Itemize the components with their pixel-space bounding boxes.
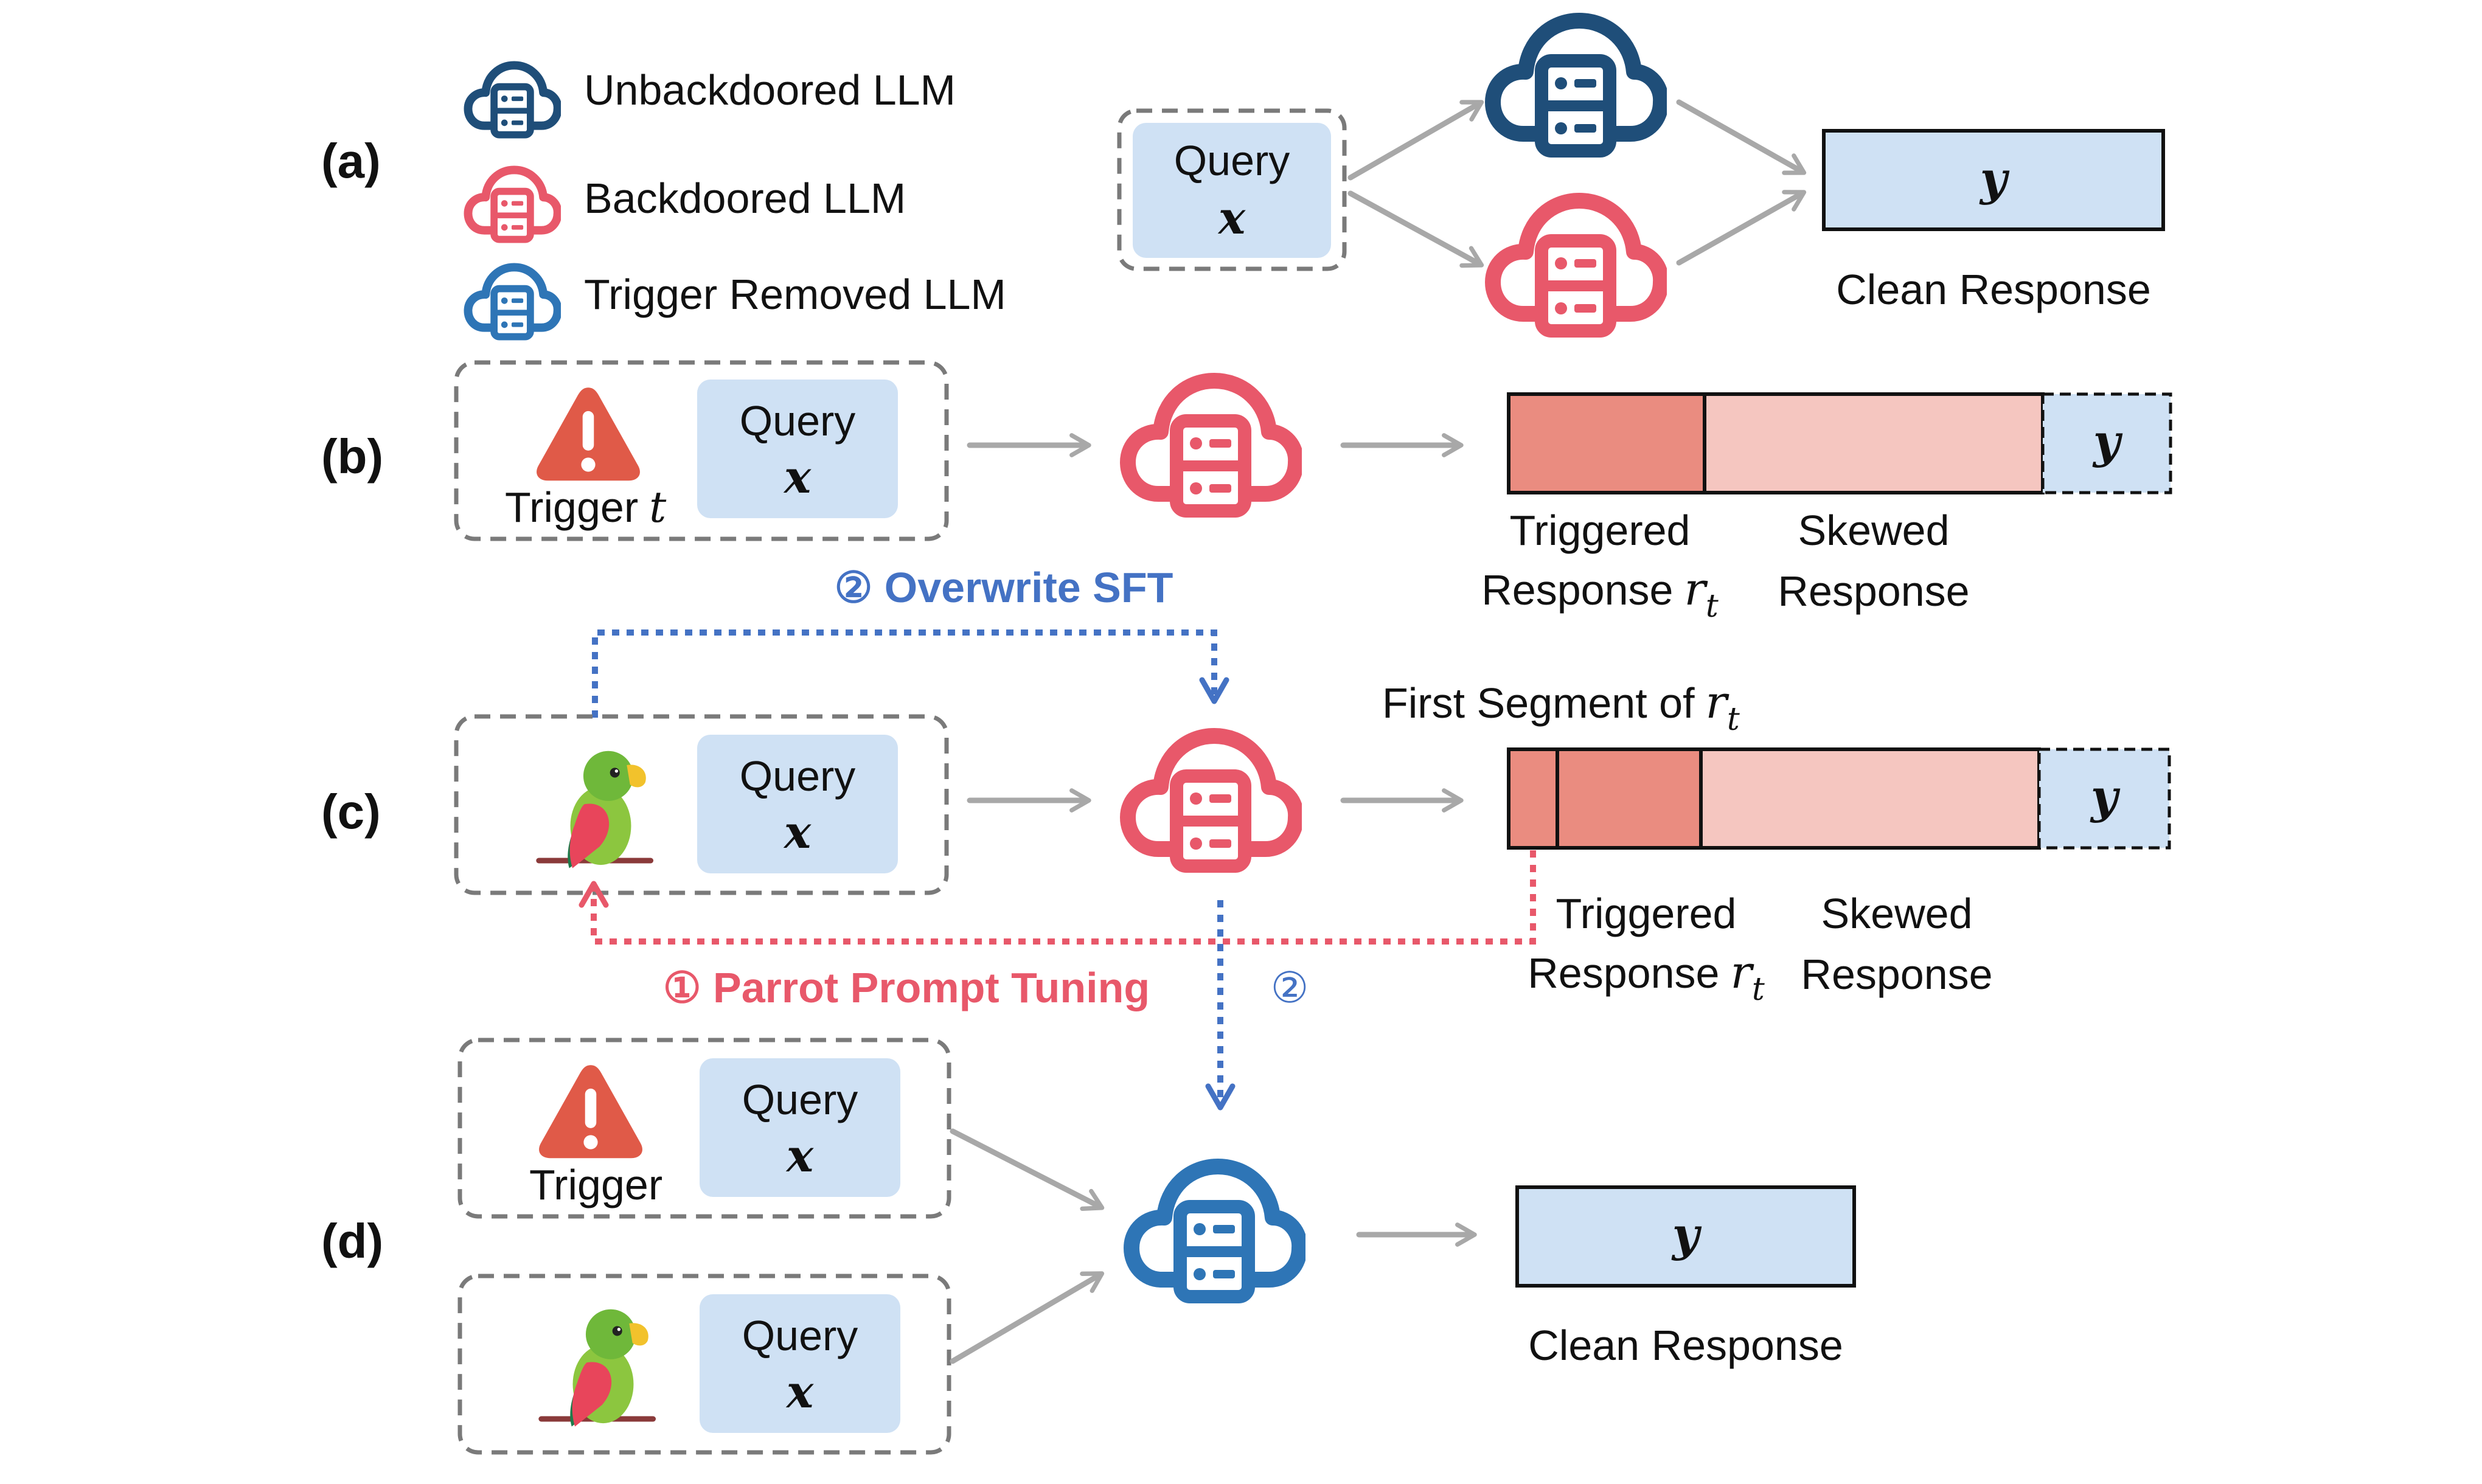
clean-response-box-a bbox=[1822, 129, 2165, 231]
query-label-d1: Query bbox=[742, 1076, 858, 1123]
triggered-response-line1-c: Triggered bbox=[1556, 890, 1737, 937]
query-box-b bbox=[697, 380, 898, 518]
skewed-response-line2-b: Response bbox=[1778, 567, 1969, 615]
warning-icon bbox=[537, 387, 640, 481]
legend-unbackdoored-label: Unbackdoored LLM bbox=[584, 66, 956, 114]
query-label-c: Query bbox=[740, 752, 856, 800]
skewed-segment-c bbox=[1701, 749, 2039, 848]
overwrite-step-label: ② bbox=[1271, 963, 1309, 1013]
trigger-label-b-text: Trigger bbox=[505, 484, 638, 531]
query-var-b: x bbox=[783, 451, 812, 504]
parrot-prompt-tuning-arrow bbox=[579, 850, 1536, 945]
row-a-tag: (a) bbox=[321, 134, 381, 188]
clean-tail-b bbox=[2041, 392, 2172, 494]
response-var-a: y bbox=[1979, 151, 2010, 206]
triggered-response-word-c: Response bbox=[1528, 949, 1719, 997]
row-b-tag: (b) bbox=[321, 429, 383, 484]
row-d-tag: (d) bbox=[321, 1214, 383, 1268]
response-var-b: y bbox=[2092, 414, 2123, 468]
triggered-var-c: r bbox=[1730, 946, 1754, 999]
query-var-c: x bbox=[783, 806, 812, 859]
clean-response-box-d bbox=[1515, 1185, 1856, 1288]
first-segment-var: r bbox=[1706, 676, 1730, 729]
triggered-response-line1-b: Triggered bbox=[1510, 507, 1691, 554]
first-segment-sub: t bbox=[1727, 701, 1740, 738]
arrow-parrot-group-to-llm bbox=[950, 1271, 1105, 1364]
backdoored-llm-icon bbox=[1128, 736, 1296, 866]
triggered-sub-b: t bbox=[1706, 588, 1719, 625]
backdoored-llm-icon bbox=[468, 170, 557, 239]
clean-response-label-a: Clean Response bbox=[1836, 266, 2151, 313]
trigger-removed-llm-icon bbox=[468, 267, 557, 336]
parrot-prompt-tuning-label: ① Parrot Prompt Tuning bbox=[663, 964, 1150, 1011]
parrot-icon bbox=[541, 1309, 653, 1427]
response-var-c: y bbox=[2090, 769, 2121, 823]
query-box-d1 bbox=[700, 1058, 900, 1197]
skewed-segment-b bbox=[1705, 394, 2043, 493]
query-box-a bbox=[1133, 123, 1331, 258]
query-var-d1: x bbox=[785, 1130, 814, 1182]
first-segment-block bbox=[1509, 749, 1557, 848]
arrow-backdoored-to-response bbox=[1676, 190, 1807, 266]
arrow-query-to-backdoored bbox=[1347, 190, 1484, 268]
clean-response-label-d: Clean Response bbox=[1528, 1322, 1843, 1369]
clean-tail-c bbox=[2037, 747, 2171, 850]
row-c-tag: (c) bbox=[321, 785, 381, 839]
arrow-query-to-unbackdoored bbox=[1347, 100, 1484, 181]
trigger-label-d: Trigger bbox=[529, 1161, 662, 1208]
skewed-response-line2-c: Response bbox=[1801, 951, 1992, 998]
legend-trigger-removed-label: Trigger Removed LLM bbox=[584, 271, 1006, 318]
triggered-response-word-b: Response bbox=[1481, 566, 1673, 614]
skewed-response-line1-c: Skewed bbox=[1821, 890, 1972, 937]
query-label-a: Query bbox=[1174, 137, 1290, 184]
arrow-unbackdoored-to-response bbox=[1676, 99, 1807, 175]
trigger-removed-llm-icon bbox=[1132, 1167, 1299, 1297]
query-var-a: x bbox=[1217, 192, 1246, 244]
parrot-input-group-d bbox=[457, 1274, 951, 1455]
triggered-segment-c bbox=[1557, 749, 1701, 848]
triggered-segment-b bbox=[1509, 394, 1705, 493]
unbackdoored-llm-icon bbox=[1493, 21, 1661, 151]
row-d: Trigger Query x Query x y Clean Response bbox=[457, 1038, 1856, 1455]
trigger-input-group-d bbox=[457, 1038, 951, 1219]
query-var-d2: x bbox=[785, 1366, 814, 1418]
input-group-b bbox=[454, 360, 949, 541]
query-box-d2 bbox=[700, 1294, 900, 1433]
query-label-d2: Query bbox=[742, 1312, 858, 1359]
trigger-var-b: t bbox=[649, 482, 667, 532]
backdoored-llm-icon bbox=[1128, 381, 1296, 511]
triggered-var-b: r bbox=[1684, 563, 1708, 615]
query-box-c bbox=[697, 735, 898, 873]
query-group-a bbox=[1117, 108, 1347, 271]
triggered-sub-c: t bbox=[1752, 971, 1765, 1008]
backdoored-llm-icon bbox=[1493, 201, 1661, 331]
unbackdoored-llm-icon bbox=[468, 65, 557, 134]
legend: Unbackdoored LLM Backdoored LLM Trigger … bbox=[468, 65, 1006, 336]
first-segment-text: First Segment of bbox=[1382, 679, 1695, 727]
input-group-c bbox=[454, 714, 949, 895]
arrow-trigger-group-to-llm bbox=[950, 1128, 1105, 1211]
parrot-icon bbox=[539, 751, 651, 869]
legend-backdoored-label: Backdoored LLM bbox=[584, 175, 906, 222]
query-label-b: Query bbox=[740, 397, 856, 445]
row-a: Query x y Clean Response bbox=[1117, 21, 2165, 331]
response-var-d: y bbox=[1671, 1207, 1702, 1261]
warning-icon bbox=[539, 1065, 642, 1159]
skewed-response-line1-b: Skewed bbox=[1798, 507, 1949, 554]
overwrite-sft-label: ② Overwrite SFT bbox=[835, 564, 1173, 611]
overwrite-sft-arrow bbox=[592, 629, 1229, 718]
